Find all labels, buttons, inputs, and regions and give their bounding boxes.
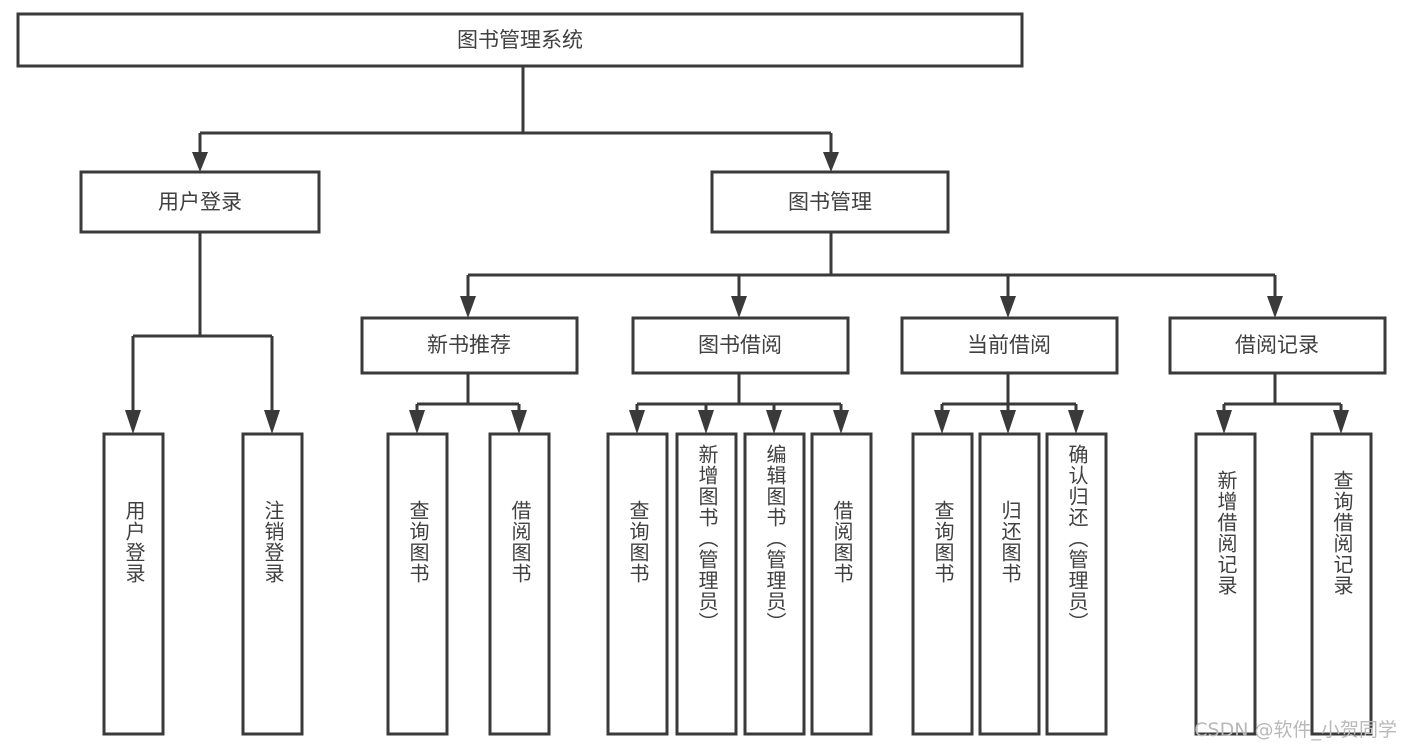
node-leaf-bb-add-book[interactable]: 新增图书（管理员） xyxy=(675,432,738,736)
arrow-head-book-manage xyxy=(823,152,839,172)
node-leaf-user-login-box xyxy=(102,432,165,736)
node-leaf-cb-query-book[interactable]: 查询图书 xyxy=(911,432,974,736)
arrow-head-nbr-leaf-2 xyxy=(511,410,527,434)
node-leaf-br-add-record[interactable]: 新增借阅记录 xyxy=(1194,432,1257,736)
node-leaf-bb-borrow-book[interactable]: 借阅图书 xyxy=(810,432,873,736)
node-leaf-nbr-borrow-book-box xyxy=(488,432,551,736)
node-new-book-recommend-label: 新书推荐 xyxy=(427,333,511,357)
arrow-head-new-book-recommend xyxy=(460,296,476,318)
node-leaf-cb-confirm-return-label: 确认归还（管理员） xyxy=(1065,444,1089,633)
node-leaf-logout[interactable]: 注销登录 xyxy=(241,432,304,736)
arrow-head-cb-leaf-1 xyxy=(934,410,950,434)
node-leaf-br-query-record[interactable]: 查询借阅记录 xyxy=(1310,432,1373,736)
node-current-borrow-box xyxy=(900,316,1119,375)
node-book-manage[interactable]: 图书管理 xyxy=(710,170,950,234)
arrow-head-nbr-leaf-1 xyxy=(409,410,425,434)
node-leaf-nbr-query-book[interactable]: 查询图书 xyxy=(386,432,449,736)
node-leaf-bb-edit-book-box xyxy=(743,432,806,736)
arrow-head-leaf-user-login xyxy=(125,410,141,434)
node-new-book-recommend[interactable]: 新书推荐 xyxy=(360,316,579,375)
node-leaf-nbr-borrow-book[interactable]: 借阅图书 xyxy=(488,432,551,736)
node-leaf-bb-edit-book-label: 编辑图书（管理员） xyxy=(763,444,787,633)
node-leaf-logout-box xyxy=(241,432,304,736)
node-user-login-box xyxy=(79,170,321,234)
node-leaf-logout-label: 注销登录 xyxy=(261,500,285,584)
node-borrow-record-label: 借阅记录 xyxy=(1235,333,1319,357)
node-leaf-cb-query-book-box xyxy=(911,432,974,736)
node-current-borrow[interactable]: 当前借阅 xyxy=(900,316,1119,375)
node-book-borrow[interactable]: 图书借阅 xyxy=(631,316,850,375)
node-new-book-recommend-box xyxy=(360,316,579,375)
node-leaf-bb-query-book[interactable]: 查询图书 xyxy=(606,432,669,736)
node-leaf-bb-add-book-box xyxy=(675,432,738,736)
node-leaf-cb-return-book-label: 归还图书 xyxy=(998,500,1022,584)
arrow-head-br-leaf-2 xyxy=(1333,410,1349,434)
node-book-manage-box xyxy=(710,170,950,234)
connector-group-root xyxy=(192,66,839,172)
node-leaf-br-add-record-box xyxy=(1194,432,1257,736)
node-current-borrow-label: 当前借阅 xyxy=(967,333,1051,357)
node-leaf-cb-confirm-return[interactable]: 确认归还（管理员） xyxy=(1045,432,1108,736)
arrow-head-book-borrow xyxy=(731,296,747,318)
node-leaf-cb-confirm-return-box xyxy=(1045,432,1108,736)
arrow-head-bb-leaf-1 xyxy=(629,410,645,434)
connector-group-new-book-recommend xyxy=(409,373,527,434)
node-book-borrow-label: 图书借阅 xyxy=(698,333,782,357)
node-leaf-cb-query-book-label: 查询图书 xyxy=(931,500,955,584)
node-book-borrow-box xyxy=(631,316,850,375)
node-borrow-record-box xyxy=(1168,316,1387,375)
node-leaf-cb-return-book[interactable]: 归还图书 xyxy=(978,432,1041,736)
arrow-head-bb-leaf-2 xyxy=(698,410,714,434)
node-leaf-bb-query-book-box xyxy=(606,432,669,736)
connector-group-borrow-record xyxy=(1216,373,1349,434)
node-leaf-bb-add-book-label: 新增图书（管理员） xyxy=(695,444,719,633)
arrow-head-current-borrow xyxy=(1000,296,1016,318)
connector-group-book-borrow xyxy=(629,373,849,434)
node-root-system[interactable]: 图书管理系统 xyxy=(16,12,1024,68)
node-leaf-br-add-record-label: 新增借阅记录 xyxy=(1214,470,1238,596)
node-leaf-nbr-query-book-box xyxy=(386,432,449,736)
node-user-login[interactable]: 用户登录 xyxy=(79,170,321,234)
node-leaf-br-query-record-box xyxy=(1310,432,1373,736)
node-leaf-cb-return-book-box xyxy=(978,432,1041,736)
arrow-head-leaf-logout xyxy=(264,410,280,434)
arrow-head-user-login xyxy=(192,152,208,172)
node-root-system-label: 图书管理系统 xyxy=(457,28,583,52)
node-leaf-nbr-borrow-book-label: 借阅图书 xyxy=(508,500,532,584)
node-leaf-br-query-record-label: 查询借阅记录 xyxy=(1330,470,1354,596)
node-leaf-nbr-query-book-label: 查询图书 xyxy=(406,500,430,584)
node-leaf-bb-borrow-book-label: 借阅图书 xyxy=(830,500,854,584)
arrow-head-cb-leaf-3 xyxy=(1068,410,1084,434)
arrow-head-borrow-record xyxy=(1267,296,1283,318)
node-borrow-record[interactable]: 借阅记录 xyxy=(1168,316,1387,375)
node-leaf-user-login[interactable]: 用户登录 xyxy=(102,432,165,736)
arrow-head-cb-leaf-2 xyxy=(1000,410,1016,434)
arrow-head-bb-leaf-4 xyxy=(833,410,849,434)
arrow-head-bb-leaf-3 xyxy=(766,410,782,434)
connector-group-current-borrow xyxy=(934,373,1084,434)
node-leaf-bb-edit-book[interactable]: 编辑图书（管理员） xyxy=(743,432,806,736)
node-leaf-bb-query-book-label: 查询图书 xyxy=(626,500,650,584)
arrow-head-br-leaf-1 xyxy=(1216,410,1232,434)
node-book-manage-label: 图书管理 xyxy=(788,190,872,214)
connector-group-book-manage xyxy=(460,232,1283,318)
connector-group-user-login xyxy=(125,232,280,434)
node-leaf-bb-borrow-book-box xyxy=(810,432,873,736)
node-root-system-box xyxy=(16,12,1024,68)
node-user-login-label: 用户登录 xyxy=(158,190,242,214)
node-leaf-user-login-label: 用户登录 xyxy=(122,500,146,584)
